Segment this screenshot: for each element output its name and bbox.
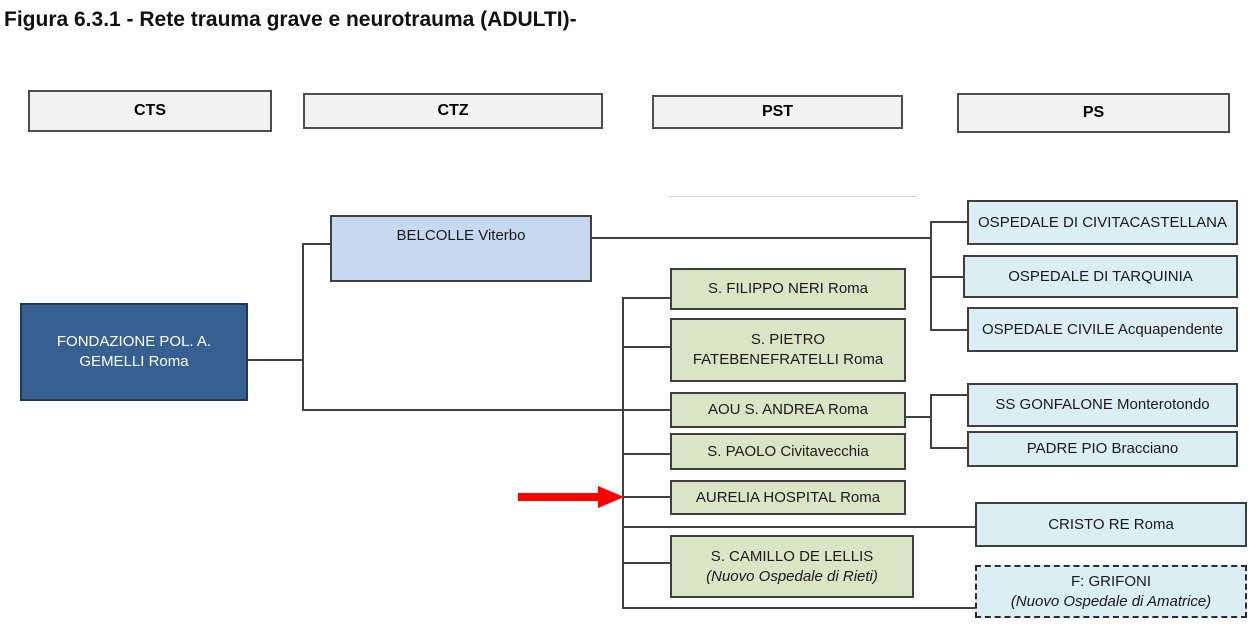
connector-line — [248, 359, 302, 361]
connector-line — [930, 329, 967, 331]
node-fondazione-gemelli: FONDAZIONE POL. A. GEMELLI Roma — [20, 303, 248, 401]
node-aurelia-hospital: AURELIA HOSPITAL Roma — [670, 480, 906, 515]
connector-line — [930, 394, 932, 449]
connector-line — [302, 409, 670, 411]
node-ospedale-tarquinia: OSPEDALE DI TARQUINIA — [963, 255, 1238, 298]
connector-line — [905, 416, 930, 418]
red-arrow-shaft — [518, 493, 603, 501]
connector-line — [930, 394, 967, 396]
connector-line — [622, 562, 670, 564]
connector-line — [930, 221, 967, 223]
connector-line — [592, 237, 930, 239]
node-label: AOU S. ANDREA Roma — [707, 401, 869, 418]
node-belcolle-viterbo: BELCOLLE Viterbo — [330, 215, 592, 282]
connector-line — [930, 447, 967, 449]
column-header-cts: CTS — [28, 90, 272, 132]
column-header-label: CTS — [134, 102, 166, 119]
divider-line — [668, 196, 917, 197]
node-s-paolo-civitavecchia: S. PAOLO Civitavecchia — [670, 433, 906, 470]
connector-line — [622, 496, 670, 498]
connector-line — [302, 243, 330, 245]
connector-line — [622, 297, 670, 299]
node-label: AURELIA HOSPITAL Roma — [695, 488, 881, 506]
node-label: OSPEDALE CIVILE Acquapendente — [982, 320, 1223, 338]
node-label-line: S. PIETRO — [750, 331, 826, 348]
node-label-line: FONDAZIONE POL. A. — [56, 333, 212, 350]
node-ospedale-civitacastellana: OSPEDALE DI CIVITACASTELLANA — [967, 200, 1238, 245]
connector-line — [302, 243, 304, 411]
node-label: BELCOLLE Viterbo — [396, 227, 526, 244]
node-label: S. PAOLO Civitavecchia — [707, 442, 869, 460]
node-cristo-re-roma: CRISTO RE Roma — [975, 502, 1247, 547]
figure-title: Figura 6.3.1 - Rete trauma grave e neuro… — [4, 8, 577, 31]
node-label-line: F: GRIFONI — [1071, 572, 1151, 590]
connector-line — [622, 526, 975, 528]
node-padre-pio-bracciano: PADRE PIO Bracciano — [967, 431, 1238, 467]
node-aou-s-andrea: AOU S. ANDREA Roma — [670, 392, 906, 428]
node-label-line: S. CAMILLO DE LELLIS — [710, 547, 874, 565]
node-label: S. FILIPPO NERI Roma — [707, 280, 869, 297]
node-s-camillo-de-lellis: S. CAMILLO DE LELLIS (Nuovo Ospedale di … — [670, 535, 914, 598]
column-header-label: CTZ — [437, 102, 469, 119]
column-header-ps: PS — [957, 93, 1230, 133]
node-label: OSPEDALE DI CIVITACASTELLANA — [978, 213, 1227, 231]
node-label: SS GONFALONE Monterotondo — [995, 396, 1210, 413]
red-arrow-head-icon — [598, 486, 624, 508]
node-s-pietro-fatebenefratelli: S. PIETRO FATEBENEFRATELLI Roma — [670, 318, 906, 382]
connector-line — [622, 453, 670, 455]
connector-line — [622, 607, 975, 609]
node-s-filippo-neri: S. FILIPPO NERI Roma — [670, 268, 906, 310]
node-label: CRISTO RE Roma — [1048, 515, 1174, 533]
node-label-line: (Nuovo Ospedale di Rieti) — [706, 567, 878, 585]
connector-line — [930, 276, 967, 278]
node-f-grifoni-amatrice: F: GRIFONI (Nuovo Ospedale di Amatrice) — [975, 565, 1247, 618]
node-label-line: (Nuovo Ospedale di Amatrice) — [1010, 592, 1212, 610]
node-label: OSPEDALE DI TARQUINIA — [1008, 267, 1193, 285]
node-ss-gonfalone-monterotondo: SS GONFALONE Monterotondo — [967, 383, 1238, 427]
column-header-pst: PST — [652, 95, 903, 129]
column-header-label: PS — [1082, 104, 1105, 121]
connector-line — [622, 346, 670, 348]
node-label: PADRE PIO Bracciano — [1026, 440, 1179, 457]
column-header-label: PST — [761, 103, 794, 120]
node-label-line: GEMELLI Roma — [79, 353, 189, 370]
node-ospedale-civile-acquapendente: OSPEDALE CIVILE Acquapendente — [967, 307, 1238, 352]
column-header-ctz: CTZ — [303, 93, 603, 129]
node-label-line: FATEBENEFRATELLI Roma — [692, 351, 884, 368]
